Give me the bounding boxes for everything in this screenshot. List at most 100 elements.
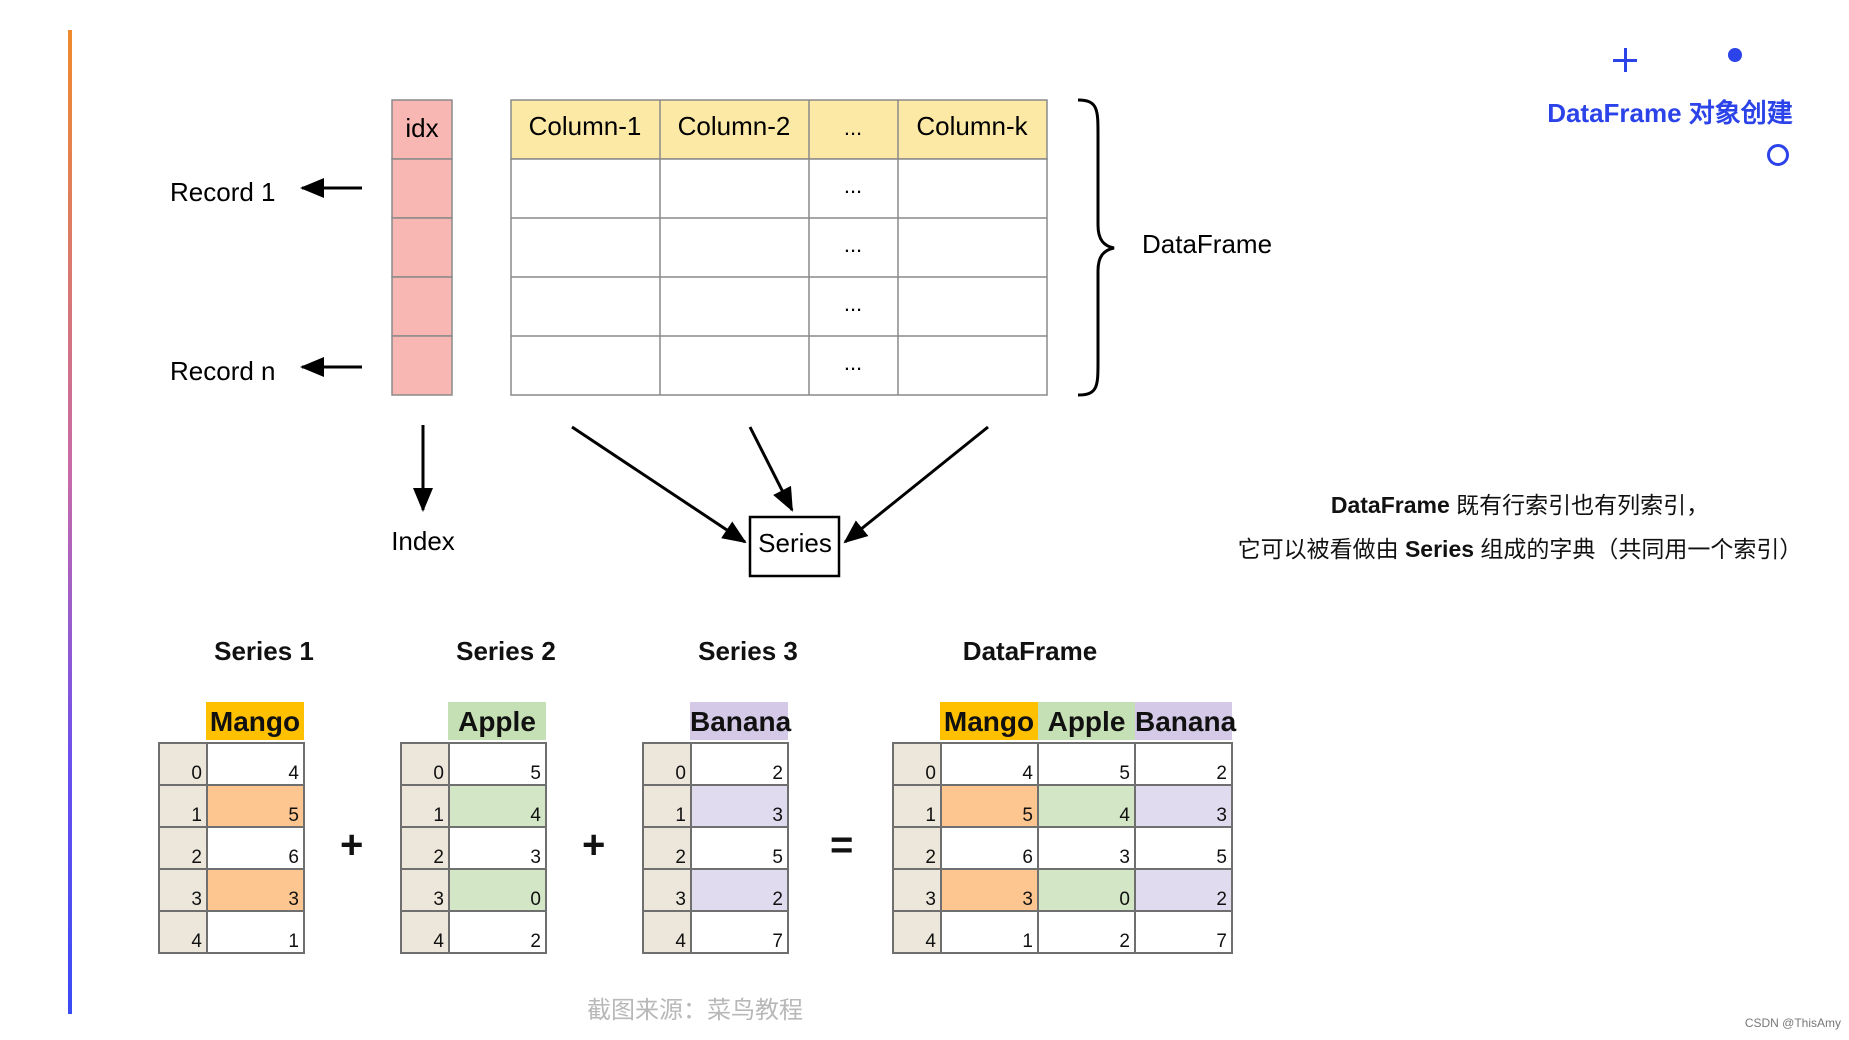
value-cell: 1	[940, 910, 1039, 954]
value-cell: 2	[448, 910, 547, 954]
value-cell: 5	[206, 784, 305, 828]
value-cell: 5	[940, 784, 1039, 828]
source-caption: 截图来源：菜鸟教程	[587, 997, 803, 1024]
row-ellipsis: ...	[844, 232, 862, 257]
value-cell: 3	[1134, 784, 1233, 828]
equals-operator: =	[830, 823, 854, 867]
note-text: 既有行索引也有列索引，	[1449, 492, 1710, 518]
value-cell: 4	[1037, 784, 1136, 828]
value-cell: 7	[690, 910, 789, 954]
dataframe-label: DataFrame	[1142, 229, 1272, 259]
dataframe-header-banana: Banana	[1135, 702, 1236, 740]
index-cell: 0	[400, 742, 450, 786]
value-cell: 2	[690, 868, 789, 912]
value-cell: 4	[448, 784, 547, 828]
value-cell: 0	[1037, 868, 1136, 912]
series3-title: Series 3	[698, 636, 798, 666]
value-cell: 5	[690, 826, 789, 870]
index-cell: 0	[642, 742, 692, 786]
note-line-2: 它可以被看做由 Series 组成的字典（共同用一个索引）	[1210, 530, 1830, 564]
record-last-label: Record n	[170, 356, 276, 386]
index-cell: 3	[400, 868, 450, 912]
accent-bar	[68, 30, 72, 1014]
index-cell: 0	[158, 742, 208, 786]
note-line-1: DataFrame 既有行索引也有列索引，	[1210, 486, 1830, 520]
dataframe-title: DataFrame	[962, 636, 1098, 666]
index-cell: 3	[158, 868, 208, 912]
credit-watermark: CSDN @ThisAmy	[1744, 1016, 1841, 1030]
index-cell: 4	[400, 910, 450, 954]
series3-header: Banana	[690, 702, 791, 740]
dataframe-header-mango: Mango	[940, 702, 1038, 740]
value-cell: 4	[206, 742, 305, 786]
circle-icon	[1767, 144, 1789, 166]
column-grid: Column-1 Column-2 ... Column-k ... ... .…	[510, 99, 1048, 396]
dot-icon	[1728, 48, 1742, 62]
series1-header: Mango	[206, 702, 304, 740]
note-text: 组成的字典（共同用一个索引）	[1474, 536, 1803, 562]
value-cell: 3	[940, 868, 1039, 912]
value-cell: 6	[206, 826, 305, 870]
column-header-2: Column-2	[678, 111, 791, 141]
column-header-1: Column-1	[529, 111, 642, 141]
value-cell: 2	[1134, 868, 1233, 912]
index-cell: 1	[642, 784, 692, 828]
series2-title: Series 2	[456, 636, 556, 666]
value-cell: 5	[448, 742, 547, 786]
row-ellipsis: ...	[844, 173, 862, 198]
value-cell: 5	[1134, 826, 1233, 870]
dataframe-structure-diagram: idx Column-1 Column-2 ... Column-k ... .…	[170, 98, 1272, 578]
plus-operator: +	[340, 823, 364, 867]
index-cell: 3	[642, 868, 692, 912]
slide-title: DataFrame 对象创建	[1547, 98, 1793, 128]
row-ellipsis: ...	[844, 291, 862, 316]
plus-operator: +	[582, 823, 606, 867]
value-cell: 6	[940, 826, 1039, 870]
index-cell: 3	[892, 868, 942, 912]
dataframe-brace	[1077, 98, 1115, 397]
value-cell: 2	[690, 742, 789, 786]
value-cell: 3	[448, 826, 547, 870]
dataframe-header-apple: Apple	[1038, 702, 1135, 740]
value-cell: 1	[206, 910, 305, 954]
index-cell: 1	[892, 784, 942, 828]
series1-title: Series 1	[214, 636, 314, 666]
value-cell: 5	[1037, 742, 1136, 786]
value-cell: 3	[206, 868, 305, 912]
series-arrow-right	[843, 425, 989, 544]
note-bold: Series	[1404, 536, 1475, 562]
column-header-ellipsis: ...	[844, 115, 862, 140]
index-cell: 4	[892, 910, 942, 954]
index-cell: 2	[892, 826, 942, 870]
series-label: Series	[758, 528, 832, 558]
index-cell: 0	[892, 742, 942, 786]
note-bold: DataFrame	[1330, 492, 1450, 518]
row-ellipsis: ...	[844, 350, 862, 375]
value-cell: 3	[1037, 826, 1136, 870]
series-arrow-left	[571, 425, 747, 544]
index-cell: 1	[400, 784, 450, 828]
value-cell: 2	[1134, 742, 1233, 786]
value-cell: 4	[940, 742, 1039, 786]
index-cell: 4	[642, 910, 692, 954]
idx-header: idx	[405, 113, 438, 143]
